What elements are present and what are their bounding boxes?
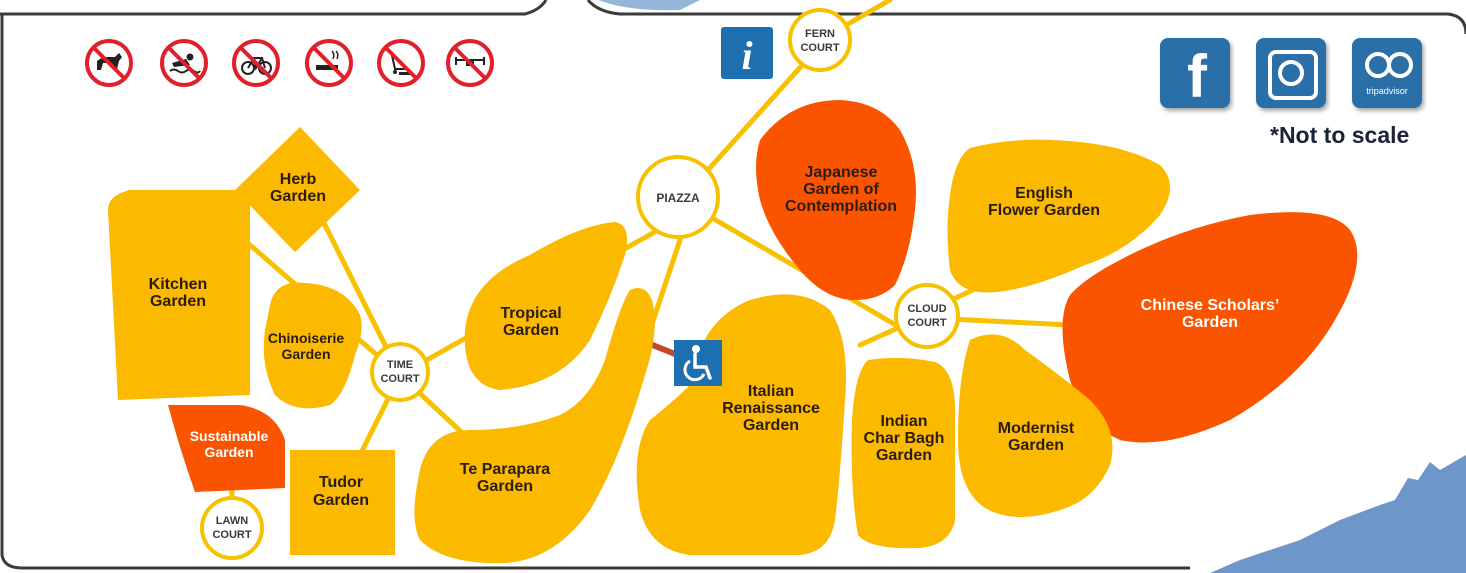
english-garden-shape: [947, 139, 1170, 293]
facebook-letter: f: [1187, 43, 1207, 110]
instagram-icon[interactable]: [1256, 38, 1326, 108]
chinese-garden-shape: [1062, 212, 1358, 443]
no-dogs-icon: [85, 39, 133, 87]
japanese-garden-shape: [756, 100, 916, 300]
piazza-label: PIAZZA: [656, 191, 700, 205]
svg-text:i: i: [741, 33, 752, 78]
facebook-icon[interactable]: f: [1160, 38, 1230, 110]
chinese-garden-label: Chinese Scholars’Garden: [1141, 297, 1280, 331]
no-bicycles-icon: [232, 39, 280, 87]
no-drones-icon: [446, 39, 494, 87]
owl-eye-right: [1387, 52, 1413, 78]
no-scooters-skateboards-icon: [377, 39, 425, 87]
tudor-garden-shape: [290, 450, 395, 555]
kitchen-garden-shape: [108, 190, 250, 400]
camera-lens: [1278, 60, 1304, 86]
indian-garden-shape: [851, 357, 955, 549]
courts: [200, 8, 960, 560]
tripadvisor-icon[interactable]: tripadvisor: [1352, 38, 1422, 108]
wheelchair-access-icon: [674, 340, 722, 386]
herb-garden-shape: [235, 127, 360, 252]
no-swimming-icon: [160, 39, 208, 87]
water-corner: [1210, 455, 1466, 573]
italian-garden-shape: [636, 294, 846, 555]
no-smoking-icon: [305, 39, 353, 87]
not-to-scale-note: *Not to scale: [1270, 122, 1410, 148]
information-icon[interactable]: i: [721, 27, 773, 79]
tropical-garden-shape: [464, 222, 628, 390]
gardens: [108, 100, 1358, 564]
modernist-garden-shape: [958, 334, 1113, 518]
prohibition-icons: [85, 39, 494, 87]
tripadvisor-label: tripadvisor: [1366, 86, 1408, 96]
chinoiserie-garden-shape: [263, 282, 362, 409]
sustainable-garden-shape: [168, 405, 285, 492]
camera-body: [1268, 50, 1318, 100]
te-parapara-garden-shape: [414, 287, 655, 564]
